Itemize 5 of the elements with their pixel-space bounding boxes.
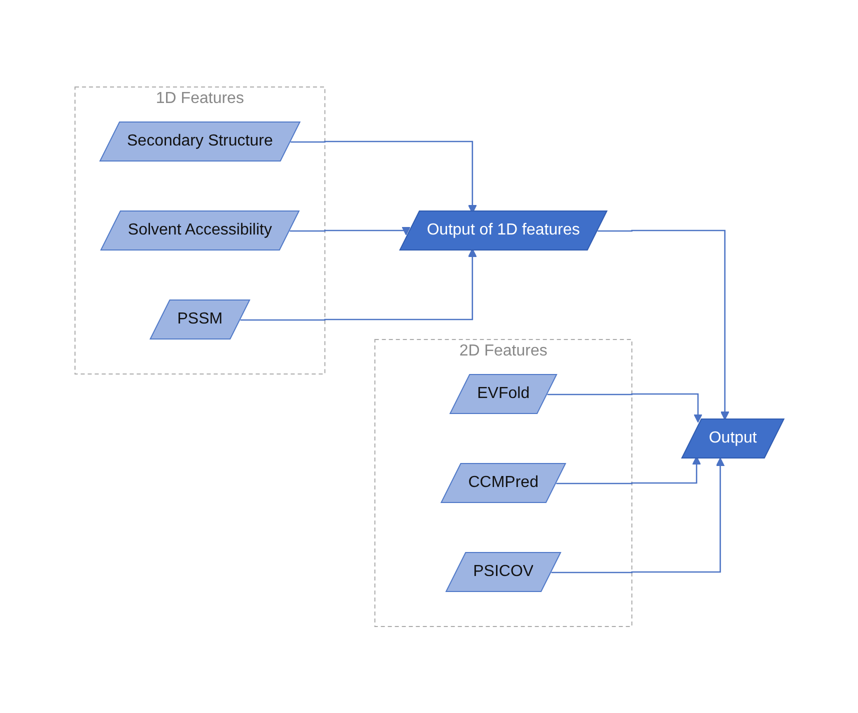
arrow bbox=[550, 457, 724, 573]
arrow bbox=[240, 248, 476, 320]
arrow bbox=[289, 226, 410, 236]
arrow bbox=[546, 393, 702, 422]
arrow bbox=[597, 230, 729, 420]
